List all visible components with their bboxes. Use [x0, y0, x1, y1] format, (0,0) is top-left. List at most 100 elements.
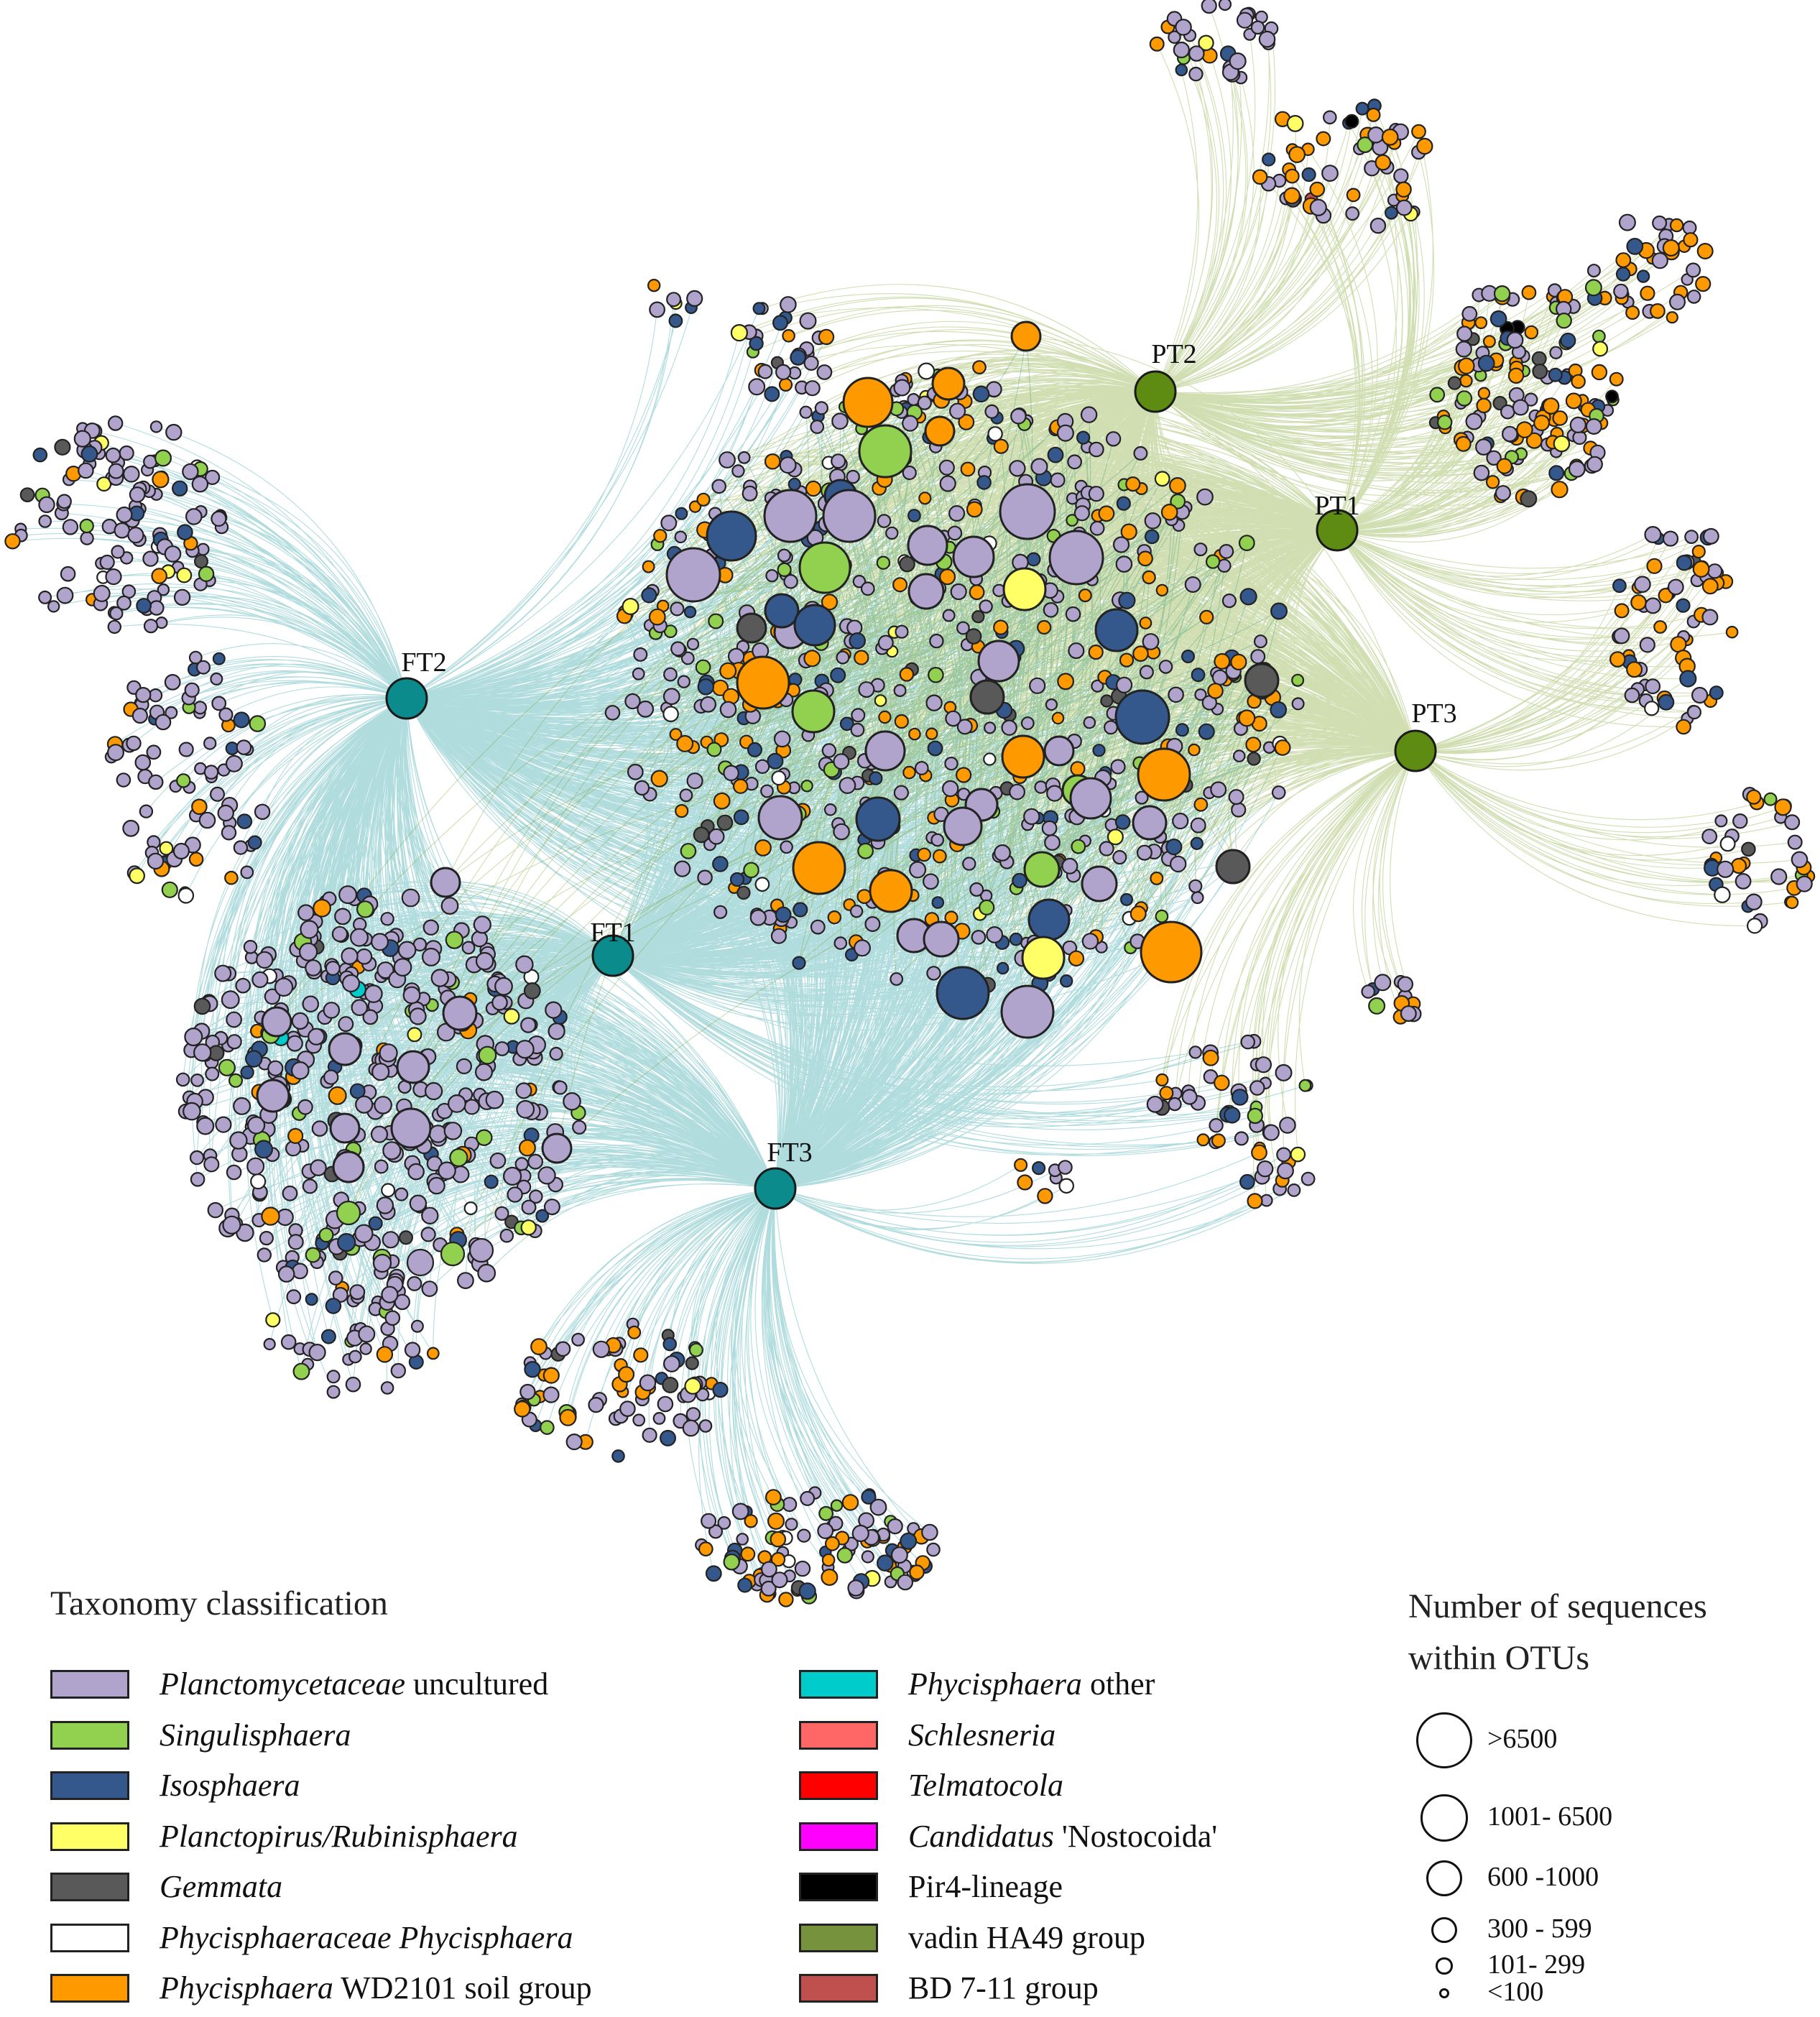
otu-node [869, 1498, 887, 1516]
otu-node [116, 772, 131, 788]
otu-node [611, 1449, 625, 1463]
otu-node [449, 1148, 468, 1168]
otu-node [1188, 879, 1203, 893]
otu-node [1676, 555, 1693, 571]
otu-node [154, 714, 172, 731]
otu-node [407, 1275, 422, 1291]
otu-node [907, 509, 921, 522]
otu-node [852, 575, 867, 589]
otu-node [127, 527, 144, 544]
otu-node [810, 919, 826, 935]
otu-node [1139, 665, 1154, 680]
otu-node [257, 1247, 272, 1263]
otu-node [864, 915, 881, 932]
otu-node [971, 610, 985, 624]
otu-node [712, 1381, 729, 1398]
otu-node [1114, 689, 1170, 745]
otu-node [632, 667, 645, 680]
otu-node [332, 1150, 365, 1183]
otu-node [779, 456, 797, 474]
otu-node [221, 825, 237, 841]
otu-node [240, 865, 254, 880]
otu-node [669, 728, 683, 741]
otu-node [1027, 898, 1071, 941]
otu-node [653, 529, 668, 543]
otu-node [948, 402, 966, 420]
otu-node [1701, 829, 1718, 844]
otu-node [553, 1080, 568, 1095]
otu-node [979, 899, 995, 916]
otu-node [641, 587, 657, 604]
otu-node [979, 599, 993, 614]
otu-node [650, 770, 668, 788]
otu-node [833, 936, 848, 950]
otu-node [771, 1571, 788, 1589]
otu-node [461, 941, 476, 955]
otu-node [292, 1362, 310, 1380]
otu-node [1645, 678, 1661, 695]
legend-label: Singulisphaera [160, 1717, 351, 1753]
otu-node [633, 1347, 649, 1363]
otu-node [1592, 329, 1606, 343]
otu-node [945, 710, 961, 727]
otu-node [214, 964, 232, 982]
otu-node [983, 721, 997, 734]
otu-node [381, 1286, 399, 1303]
otu-node [1701, 578, 1719, 595]
otu-node [885, 526, 899, 540]
size-legend-label: 101- 299 [1487, 1949, 1586, 1980]
otu-node [792, 841, 846, 895]
otu-node [1634, 576, 1651, 593]
otu-node [259, 1230, 274, 1246]
otu-node [1048, 530, 1104, 586]
otu-node [1283, 187, 1301, 205]
otu-node [936, 966, 990, 1020]
otu-node [1001, 734, 1045, 779]
otu-node [1646, 558, 1663, 574]
otu-node [1658, 693, 1675, 711]
otu-node [1110, 759, 1126, 775]
otu-node [226, 1034, 242, 1050]
otu-node [421, 1206, 439, 1225]
legend-label-part: vadin HA49 group [908, 1919, 1145, 1955]
otu-node [198, 566, 215, 582]
otu-node [1791, 851, 1809, 869]
otu-node [142, 550, 159, 567]
otu-node [1679, 670, 1697, 688]
otu-node [1230, 653, 1247, 671]
otu-node [282, 1185, 298, 1201]
otu-node [188, 851, 204, 867]
otu-node [1205, 554, 1221, 569]
otu-node [688, 1342, 703, 1357]
otu-node [627, 1325, 642, 1339]
otu-node [1083, 716, 1096, 729]
otu-node [984, 404, 999, 419]
otu-node [1061, 857, 1078, 874]
otu-node [803, 355, 819, 371]
otu-node [627, 763, 644, 780]
otu-node [129, 486, 146, 503]
otu-node [1301, 1171, 1316, 1186]
otu-node [384, 1310, 401, 1326]
otu-node [926, 966, 941, 981]
otu-node [1155, 909, 1169, 923]
otu-node [1218, 0, 1232, 11]
otu-node [899, 555, 915, 573]
otu-node [999, 483, 1056, 540]
otu-node [662, 1337, 677, 1352]
otu-node [178, 742, 194, 757]
otu-node [171, 480, 188, 497]
otu-node [331, 926, 348, 943]
otu-node [1397, 976, 1414, 992]
otu-node [1784, 814, 1801, 831]
otu-node [1532, 364, 1548, 379]
otu-node [1369, 217, 1387, 234]
otu-node [224, 870, 239, 885]
legend-swatch [799, 1923, 878, 1952]
otu-node [938, 459, 955, 476]
otu-node [563, 1092, 581, 1111]
otu-node [931, 366, 966, 401]
otu-node [1662, 239, 1680, 257]
otu-node [833, 823, 850, 841]
